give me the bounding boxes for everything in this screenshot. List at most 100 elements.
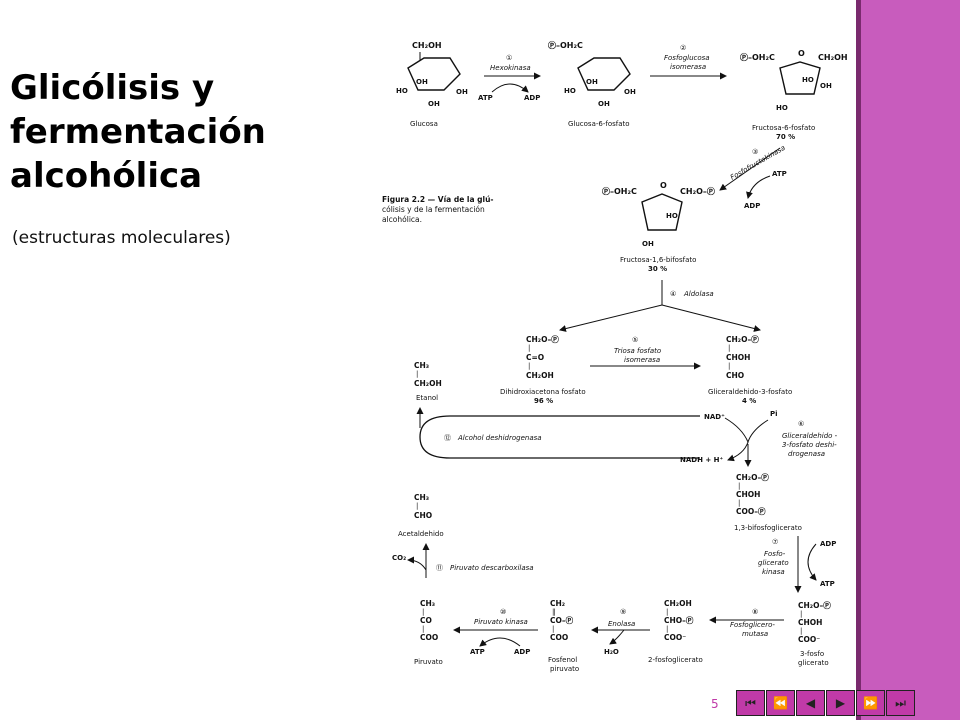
slide-navigation: ⏮⏪◀▶⏩⏭ — [736, 690, 915, 716]
svg-text:glicerato: glicerato — [798, 659, 829, 667]
glucose-structure: CH₂OH OH HO OH OH Glucosa — [396, 41, 468, 128]
svg-text:OH: OH — [586, 78, 598, 86]
svg-text:Dihidroxiacetona fosfato: Dihidroxiacetona fosfato — [500, 388, 586, 396]
svg-text:CO–Ⓟ: CO–Ⓟ — [550, 615, 574, 625]
svg-text:HO: HO — [396, 87, 408, 95]
svg-text:Hexokinasa: Hexokinasa — [490, 64, 531, 72]
svg-text:⑪: ⑪ — [436, 564, 443, 572]
svg-text:⑦: ⑦ — [772, 538, 778, 546]
svg-text:CH₃: CH₃ — [420, 599, 435, 608]
svg-text:COO⁻: COO⁻ — [664, 633, 686, 642]
svg-text:‖: ‖ — [552, 608, 556, 616]
previous-section-button[interactable]: ⏪ — [766, 690, 795, 716]
svg-text:Ⓟ–OH₂C: Ⓟ–OH₂C — [548, 40, 583, 50]
svg-text:70 %: 70 % — [776, 133, 795, 141]
svg-text:OH: OH — [598, 100, 610, 108]
svg-text:Glucosa: Glucosa — [410, 120, 438, 128]
svg-text:OH: OH — [820, 82, 832, 90]
svg-text:Fosfenol: Fosfenol — [548, 656, 577, 664]
svg-text:Ⓟ–OH₂C: Ⓟ–OH₂C — [602, 186, 637, 196]
svg-text:|: | — [528, 344, 530, 352]
next-section-button[interactable]: ⏩ — [856, 690, 885, 716]
svg-text:⑤: ⑤ — [632, 336, 638, 344]
svg-text:Fructosa-1,6-bifosfato: Fructosa-1,6-bifosfato — [620, 256, 696, 264]
svg-text:ATP: ATP — [470, 648, 485, 656]
svg-text:ADP: ADP — [744, 202, 760, 210]
pyruvate-structure: CH₃ | CO | COO Piruvato — [414, 599, 443, 666]
svg-text:Ⓟ–OH₂C: Ⓟ–OH₂C — [740, 52, 775, 62]
3-phosphoglycerate-structure: CH₂O–Ⓟ | CHOH | COO⁻ 3-fosfo glicerato — [798, 600, 831, 667]
svg-text:|: | — [416, 502, 418, 510]
nad-regeneration-cycle: ⑫ Alcohol deshidrogenasa NAD⁺ NADH + H⁺ … — [416, 407, 778, 464]
svg-text:HO: HO — [802, 76, 814, 84]
sidebar-accent-bar — [856, 0, 861, 720]
svg-text:CHO: CHO — [726, 371, 744, 380]
svg-text:cólisis y de la fermentación: cólisis y de la fermentación — [382, 205, 485, 214]
svg-text:Gliceraldehido -: Gliceraldehido - — [782, 432, 838, 440]
fructose-1-6-bisphosphate-structure: Ⓟ–OH₂C O CH₂O–Ⓟ HO OH Fructosa-1,6-bifos… — [602, 181, 715, 273]
fructose-6-phosphate-structure: Ⓟ–OH₂C O CH₂OH HO OH HO Fructosa-6-fosfa… — [740, 49, 848, 141]
svg-text:ADP: ADP — [524, 94, 540, 102]
svg-text:30 %: 30 % — [648, 265, 667, 273]
svg-text:|: | — [800, 610, 802, 618]
svg-text:CH₂OH: CH₂OH — [818, 53, 848, 62]
svg-text:CH₂OH: CH₂OH — [414, 379, 442, 388]
svg-text:1,3-bifosfoglicerato: 1,3-bifosfoglicerato — [734, 524, 802, 532]
svg-text:Gliceraldehido-3-fosfato: Gliceraldehido-3-fosfato — [708, 388, 792, 396]
reaction-piruvato-descarboxilasa: CO₂ ⑪ Piruvato descarboxilasa — [392, 543, 534, 578]
svg-text:C=O: C=O — [526, 353, 544, 362]
glucose-6-phosphate-structure: Ⓟ–OH₂C OH HO OH OH Glucosa-6-fosfato — [548, 40, 636, 128]
svg-text:Alcohol deshidrogenasa: Alcohol deshidrogenasa — [457, 434, 542, 442]
svg-text:Enolasa: Enolasa — [608, 620, 635, 628]
ethanol-structure: CH₃ | CH₂OH Etanol — [414, 361, 442, 402]
svg-text:O: O — [660, 181, 667, 190]
svg-text:OH: OH — [428, 100, 440, 108]
svg-text:ATP: ATP — [772, 170, 787, 178]
decorative-sidebar — [856, 0, 960, 720]
svg-text:ATP: ATP — [478, 94, 493, 102]
svg-text:|: | — [738, 482, 740, 490]
svg-text:|: | — [666, 625, 668, 633]
svg-text:Figura 2.2 — Vía de la glú-: Figura 2.2 — Vía de la glú- — [382, 195, 494, 204]
svg-text:|: | — [728, 344, 730, 352]
svg-text:3-fosfato deshi-: 3-fosfato deshi- — [782, 441, 837, 449]
svg-text:|: | — [422, 625, 424, 633]
previous-slide-button[interactable]: ◀ — [796, 690, 825, 716]
svg-text:|: | — [552, 625, 554, 633]
svg-text:OH: OH — [624, 88, 636, 96]
svg-text:|: | — [728, 362, 730, 370]
reaction-fosfoglicero-mutasa: ⑧ Fosfoglicero- mutasa — [709, 608, 784, 638]
reaction-fosfofructokinasa: ③ Fosfofructokinasa ATP ADP — [719, 144, 787, 210]
dihydroxyacetone-phosphate-structure: CH₂O–Ⓟ | C=O | CH₂OH Dihidroxiacetona fo… — [500, 334, 586, 405]
svg-text:ADP: ADP — [514, 648, 530, 656]
svg-text:2-fosfoglicerato: 2-fosfoglicerato — [648, 656, 703, 664]
svg-text:CH₃: CH₃ — [414, 493, 429, 502]
svg-text:isomerasa: isomerasa — [670, 63, 706, 71]
svg-text:Piruvato kinasa: Piruvato kinasa — [474, 618, 528, 626]
svg-text:④: ④ — [670, 290, 676, 298]
svg-text:kinasa: kinasa — [762, 568, 785, 576]
last-slide-button[interactable]: ⏭ — [886, 690, 915, 716]
svg-text:⑥: ⑥ — [798, 420, 804, 428]
svg-text:Etanol: Etanol — [416, 394, 438, 402]
first-slide-button[interactable]: ⏮ — [736, 690, 765, 716]
phosphoenolpyruvate-structure: CH₂ ‖ CO–Ⓟ | COO Fosfenol piruvato — [548, 599, 579, 673]
svg-text:Piruvato descarboxilasa: Piruvato descarboxilasa — [450, 564, 534, 572]
next-slide-button[interactable]: ▶ — [826, 690, 855, 716]
svg-text:COO⁻: COO⁻ — [798, 635, 820, 644]
svg-text:②: ② — [680, 44, 686, 52]
reaction-fosfoglucosa-isomerasa: ② Fosfoglucosa isomerasa — [650, 44, 727, 80]
svg-text:Fosfoglicero-: Fosfoglicero- — [730, 621, 775, 629]
svg-text:alcohólica.: alcohólica. — [382, 215, 422, 224]
reaction-aldolasa: ④ Aldolasa — [559, 280, 761, 332]
sidebar-panel — [861, 0, 960, 720]
svg-text:CH₂O–Ⓟ: CH₂O–Ⓟ — [526, 334, 559, 344]
svg-text:COO: COO — [550, 633, 568, 642]
svg-text:NADH + H⁺: NADH + H⁺ — [680, 456, 724, 464]
svg-text:CH₂O–Ⓟ: CH₂O–Ⓟ — [798, 600, 831, 610]
svg-text:①: ① — [506, 54, 512, 62]
glycolysis-pathway-diagram: CH₂OH OH HO OH OH Glucosa ① Hexokinasa A… — [382, 40, 848, 673]
svg-text:HO: HO — [776, 104, 788, 112]
figure-caption: Figura 2.2 — Vía de la glú- cólisis y de… — [382, 195, 494, 224]
svg-text:CH₂OH: CH₂OH — [664, 599, 692, 608]
